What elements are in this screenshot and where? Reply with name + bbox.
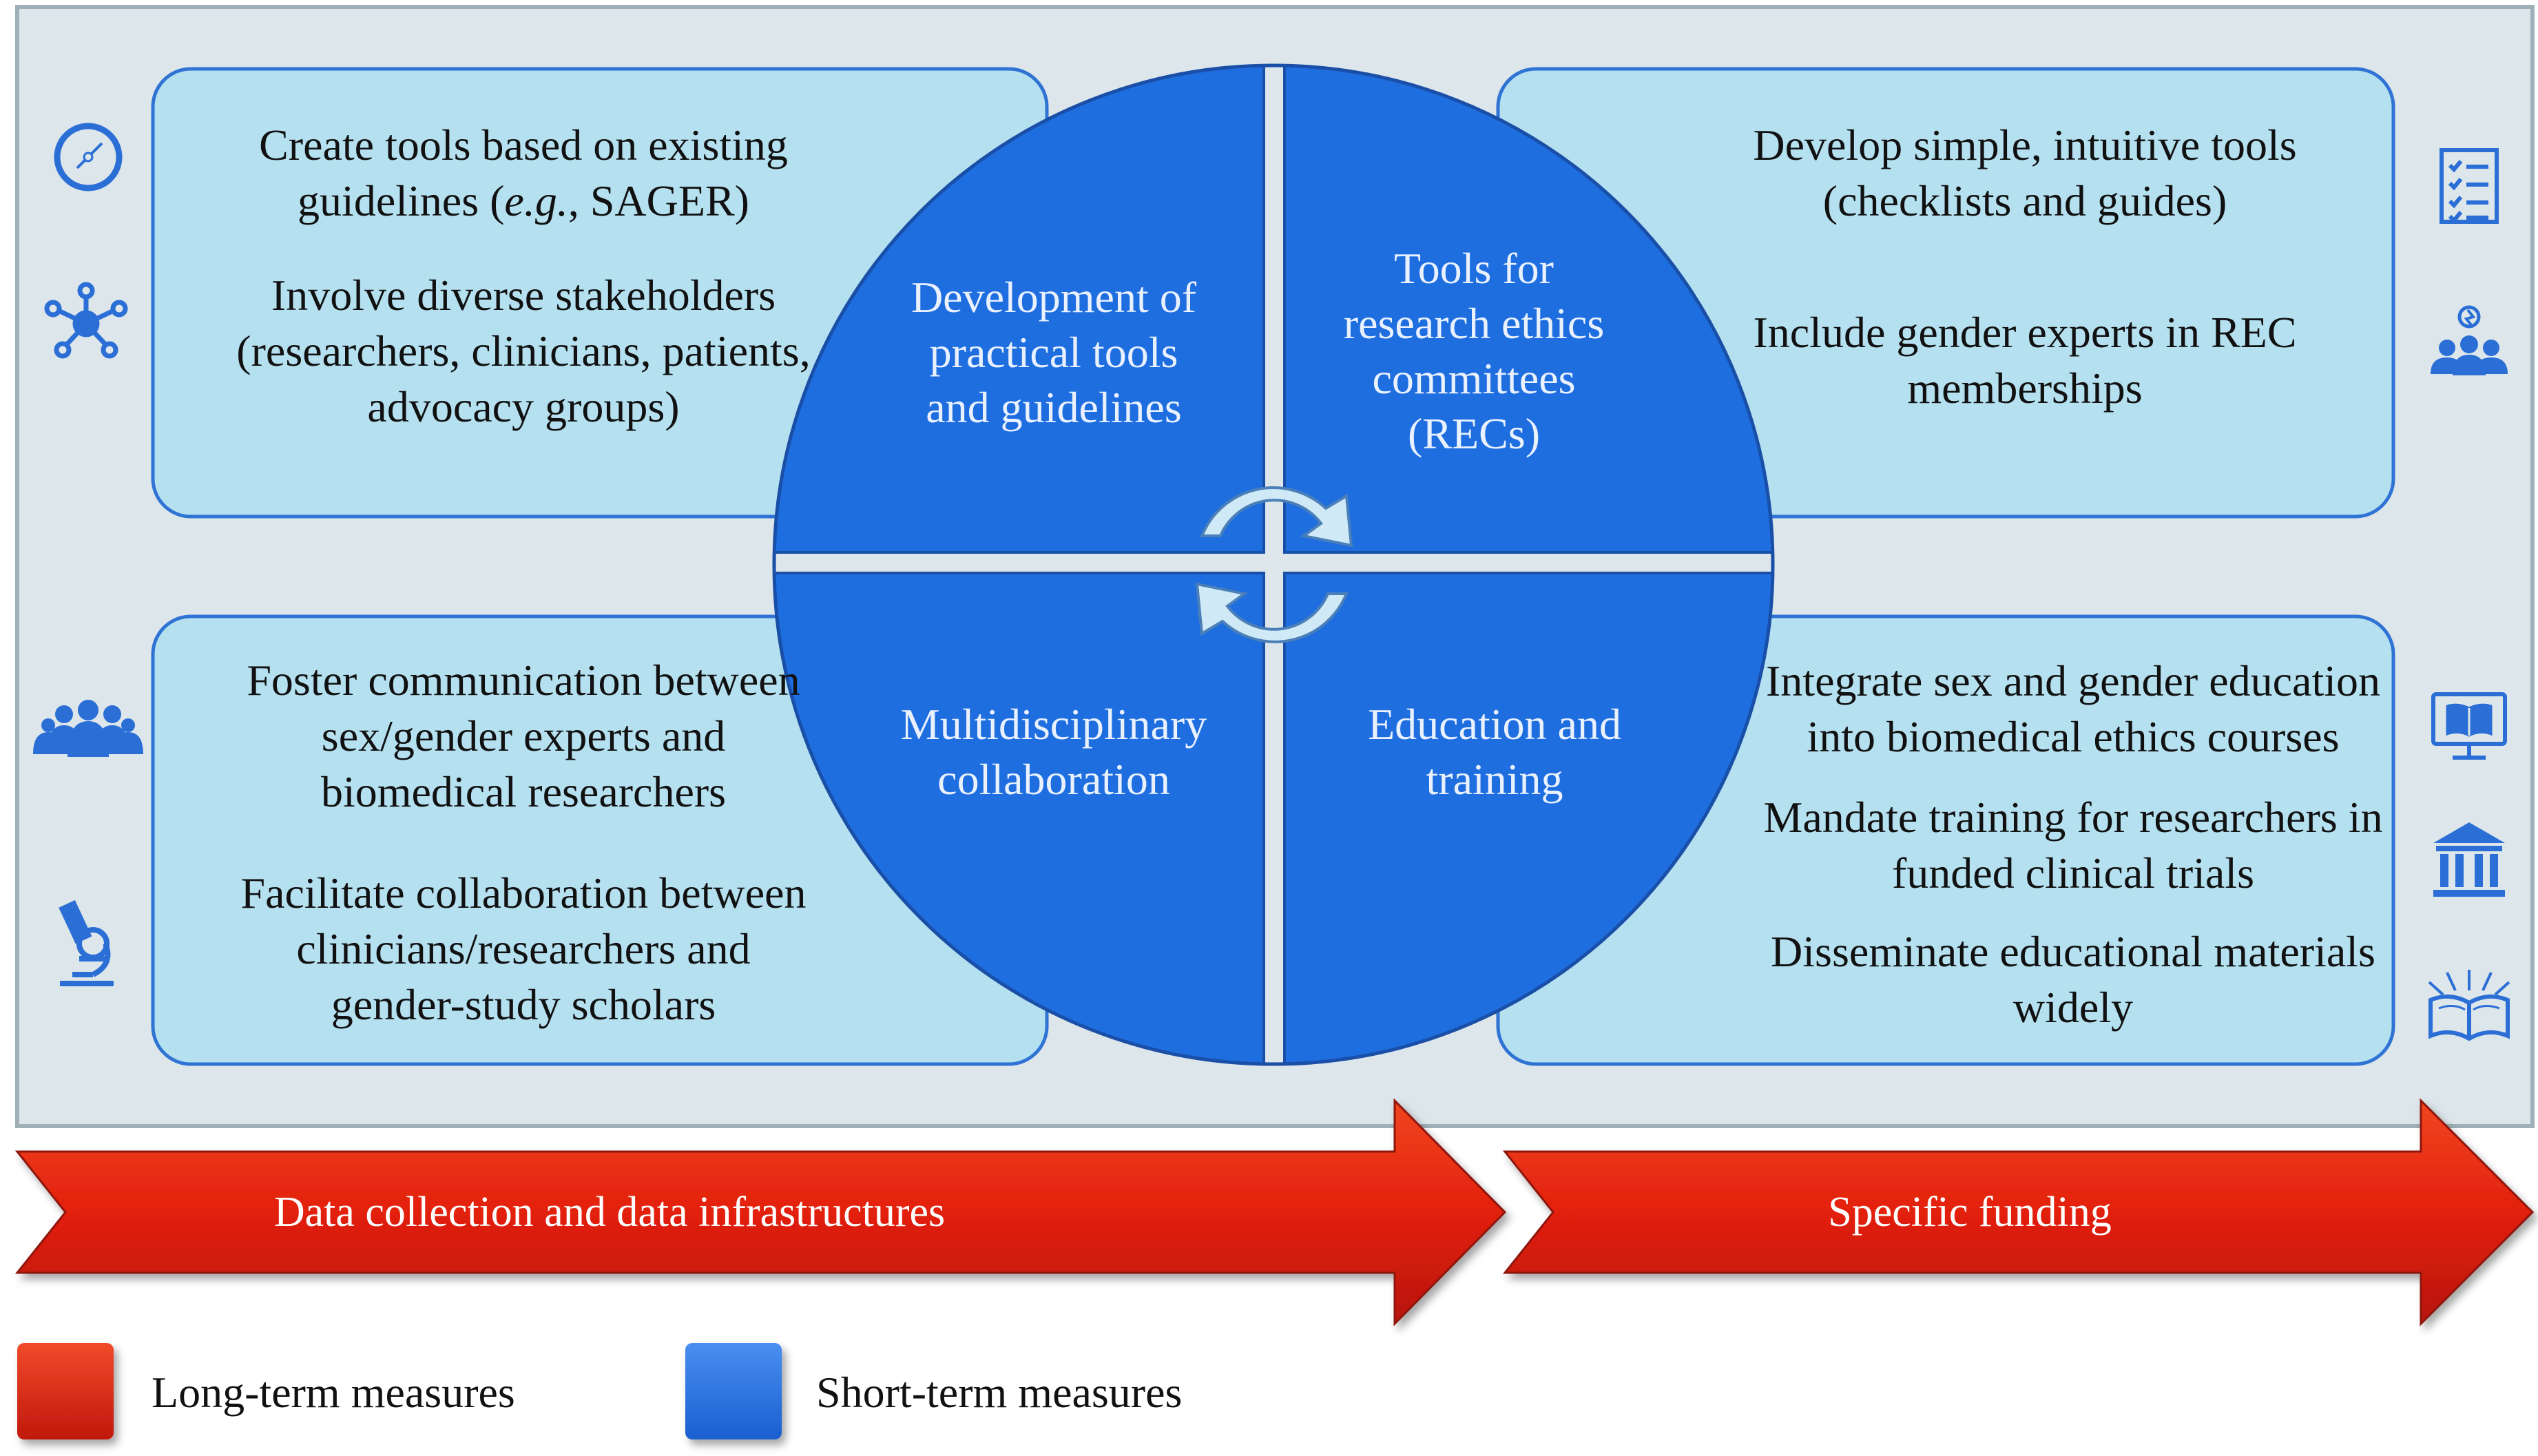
bottom-right-item-1: Integrate sex and gender education into …: [1765, 656, 2381, 761]
network-icon: [44, 282, 128, 359]
quadrant-label-multidisciplinary: Multidisciplinary collaboration: [900, 700, 1207, 804]
panel-text-top-right: Develop simple, intuitive tools (checkli…: [1715, 117, 2335, 416]
arrow-label-specific-funding: Specific funding: [1828, 1189, 2112, 1236]
open-book-icon: [2428, 970, 2510, 1041]
quadrant-label-education: Education and training: [1368, 700, 1621, 804]
bottom-left-item-1: Foster communication between sex/gender …: [247, 656, 800, 816]
group-icon: [33, 700, 143, 757]
quadrant-top-right: [1283, 65, 1773, 554]
bottom-right-item-2: Mandate training for researchers in fund…: [1763, 793, 2383, 897]
cycle-arrows-icon: [1195, 486, 1353, 643]
quadrant-label-development: Development of practical tools and guide…: [911, 273, 1197, 432]
bottom-right-item-3: Disseminate educational materials widely: [1771, 927, 2375, 1032]
bottom-left-item-2: Facilitate collaboration between clinici…: [240, 869, 807, 1029]
microscope-icon: [59, 899, 114, 986]
panel-text-bottom-right: Integrate sex and gender education into …: [1722, 653, 2424, 1035]
top-left-item-2: Involve diverse stakeholders (researcher…: [236, 271, 811, 431]
arrow-label-data-collection: Data collection and data infrastructures: [273, 1189, 946, 1236]
top-left-item-1: Create tools based on existing guideline…: [259, 121, 788, 225]
legend-swatch-long-term: [17, 1343, 114, 1439]
legend-label-long-term: Long-term measures: [152, 1368, 515, 1417]
compass-icon: [54, 123, 123, 191]
quadrant-label-rec-tools: Tools for research ethics committees (RE…: [1343, 244, 1605, 458]
panel-text-top-left: Create tools based on existing guideline…: [158, 117, 888, 435]
arrow-data-collection: [14, 1098, 1507, 1327]
legend-swatch-short-term: [685, 1343, 782, 1439]
arrow-specific-funding: [1502, 1098, 2535, 1327]
monitor-book-icon: [2431, 692, 2507, 760]
legend-label-short-term: Short-term measures: [816, 1368, 1183, 1417]
checklist-icon: [2440, 148, 2499, 224]
panel-text-bottom-left: Foster communication between sex/gender …: [158, 652, 888, 1032]
institution-icon: [2433, 822, 2505, 897]
top-right-item-1: Develop simple, intuitive tools (checkli…: [1753, 121, 2297, 225]
team-idea-icon: [2431, 305, 2508, 375]
top-right-item-2: Include gender experts in REC membership…: [1753, 308, 2297, 413]
